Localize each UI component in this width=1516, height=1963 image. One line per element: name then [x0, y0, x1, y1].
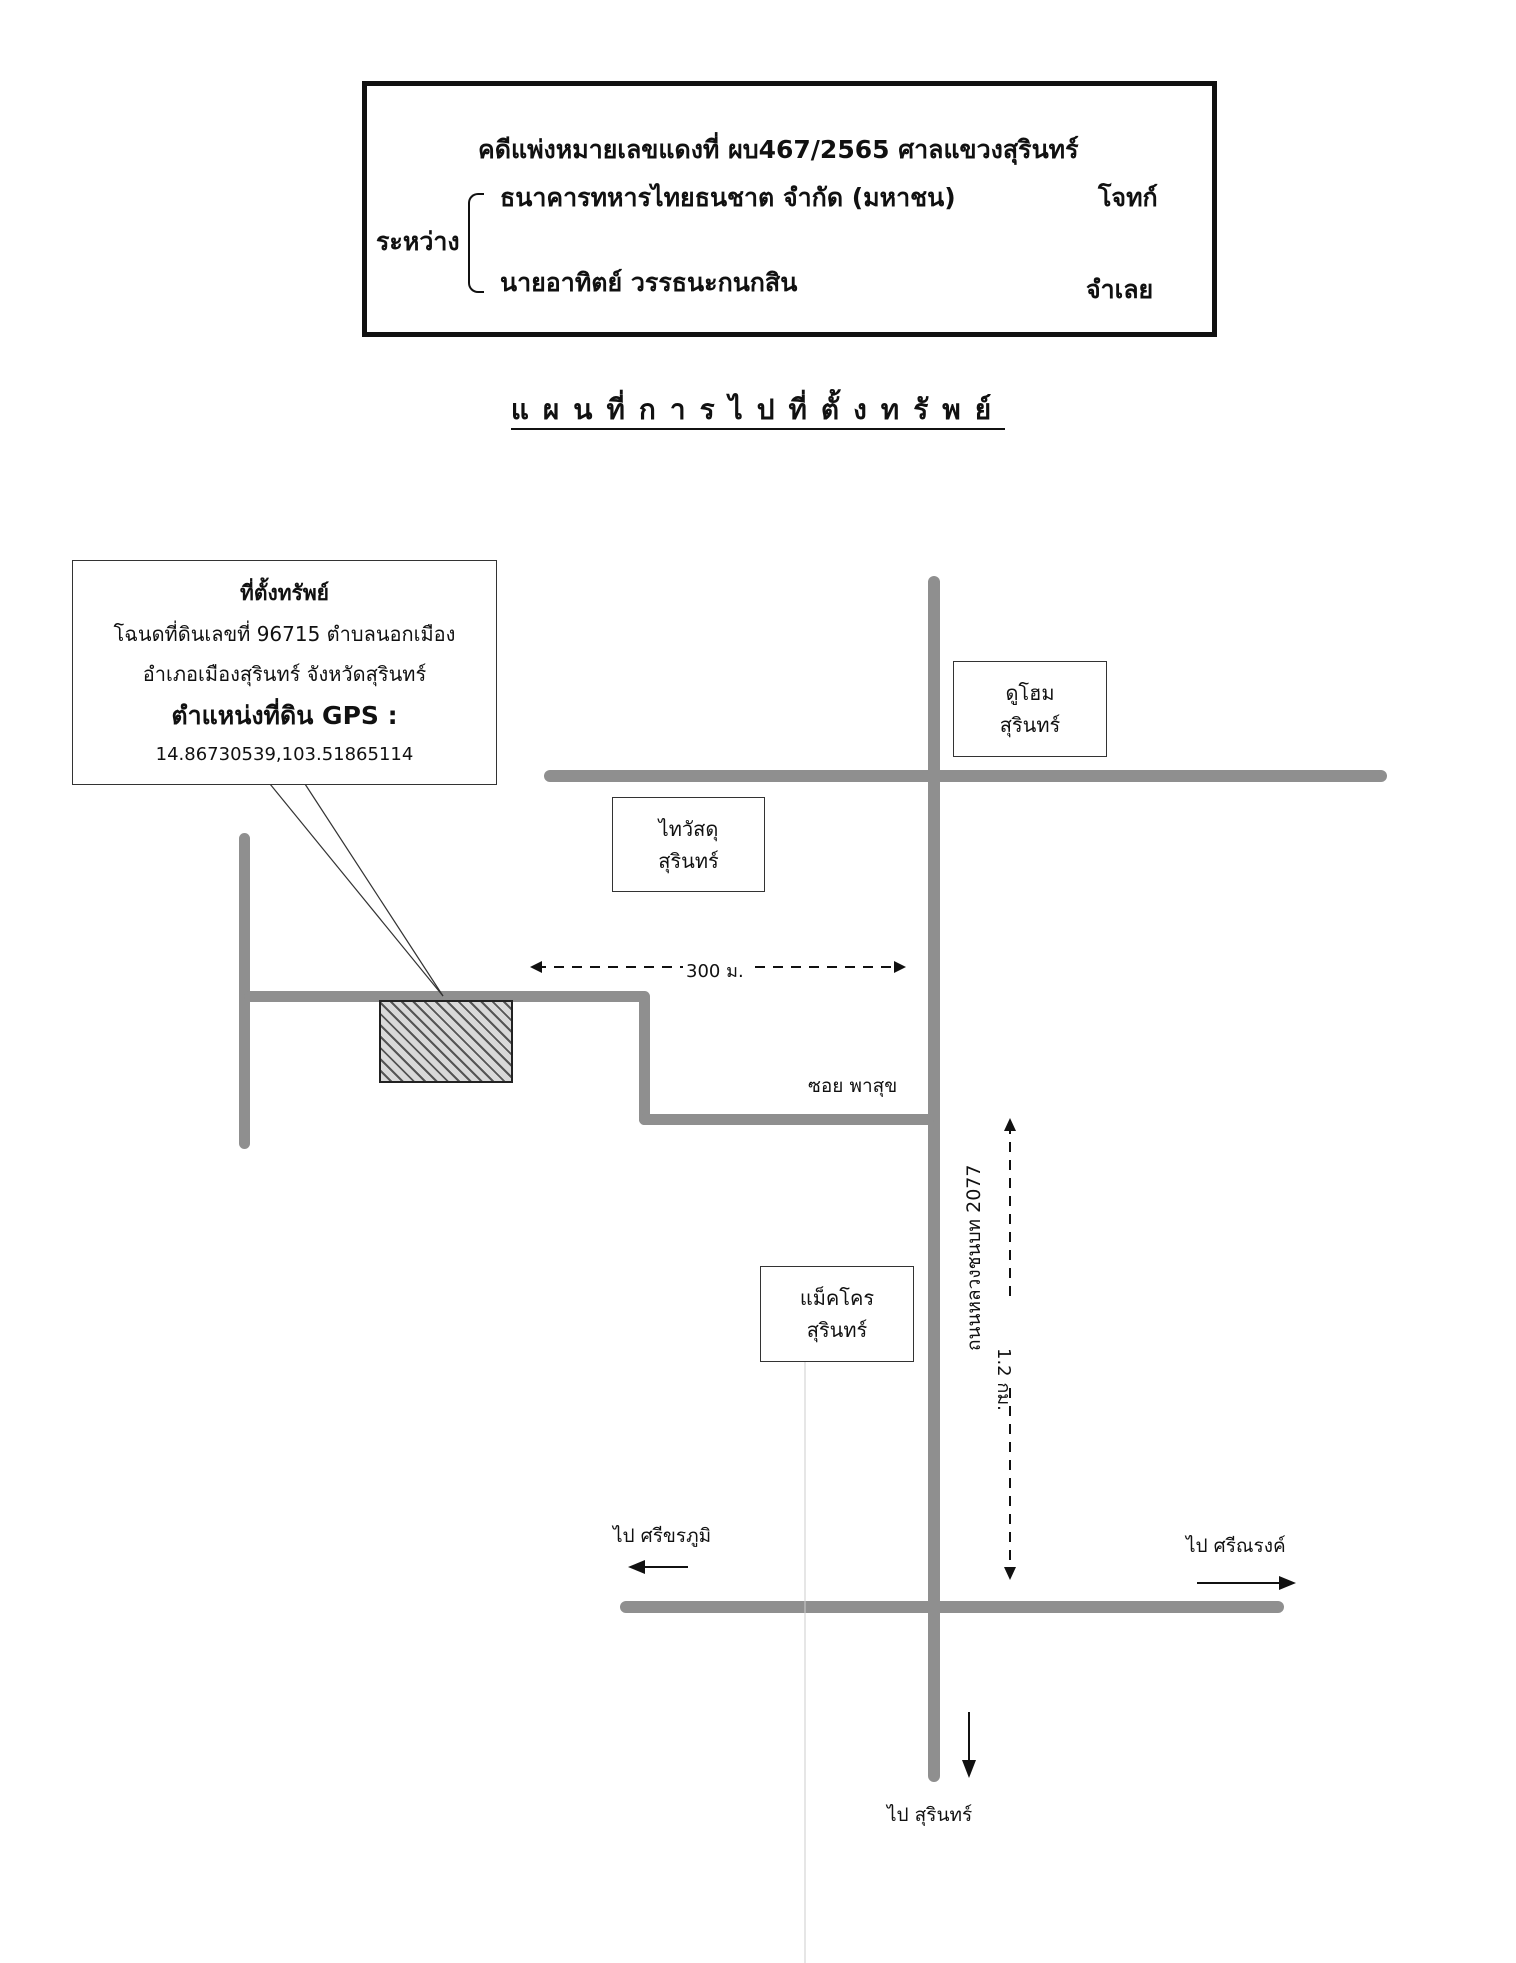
soi-pasuk-label: ซอย พาสุข	[808, 1075, 898, 1097]
main-road-label: ถนนหลวงชนบท 2077	[963, 1164, 985, 1351]
callout-pointer-right	[304, 783, 444, 997]
callout-gps-label: ตำแหน่งที่ดิน GPS :	[171, 701, 398, 730]
property-lane	[244, 991, 649, 1002]
defendant-name: นายอาทิตย์ วรรธนะกนกสิน	[500, 268, 798, 297]
landmark-dohome-city: สุรินทร์	[999, 713, 1061, 737]
landmark-thaiwatsadu-city: สุรินทร์	[658, 848, 719, 873]
upper-cross-road	[544, 770, 1387, 782]
callout-heading: ที่ตั้งทรัพย์	[239, 581, 329, 605]
callout-district-line: อำเภอเมืองสุรินทร์ จังหวัดสุรินทร์	[142, 662, 427, 686]
landmark-makro-name: แม็คโคร	[799, 1286, 875, 1310]
arrow-to-surin	[962, 1760, 976, 1778]
case-header-box	[362, 81, 1217, 337]
arrow-left-head	[530, 961, 542, 973]
landmark-makro-city: สุรินทร์	[806, 1318, 868, 1342]
lane-bend	[639, 991, 650, 1125]
defendant-role: จำเลย	[1086, 275, 1154, 304]
lower-cross-road	[620, 1601, 1284, 1613]
west-road	[239, 833, 250, 1149]
case-number-line: คดีแพ่งหมายเลขแดงที่ ผบ467/2565 ศาลแขวงส…	[478, 135, 1079, 164]
callout-pointer-left	[269, 783, 444, 997]
to-sikhoraphum-label: ไป ศรีขรภูมิ	[613, 1525, 712, 1547]
main-road-vertical	[928, 576, 940, 1782]
landmark-thaiwatsadu-name: ไทวัสดุ	[658, 816, 719, 841]
property-callout: ที่ตั้งทรัพย์ โฉนดที่ดินเลขที่ 96715 ตำบ…	[72, 560, 497, 785]
brace	[468, 193, 484, 293]
map-title: แผนที่การไปที่ตั้งทรัพย์	[0, 388, 1516, 432]
distance-1200-label: 1.2 กม.	[993, 1348, 1014, 1411]
landmark-thaiwatsadu: ไทวัสดุ สุรินทร์	[612, 797, 765, 892]
landmark-dohome: ดูโฮม สุรินทร์	[953, 661, 1107, 757]
arrow-to-sikhoraphum	[628, 1560, 645, 1574]
arrow-down-head	[1004, 1567, 1016, 1580]
arrow-to-sinarong	[1279, 1576, 1296, 1590]
landmark-makro: แม็คโคร สุรินทร์	[760, 1266, 914, 1362]
landmark-dohome-name: ดูโฮม	[1005, 681, 1055, 705]
distance-300-label: 300 ม.	[686, 961, 744, 982]
property-parcel	[379, 1000, 513, 1083]
to-sinarong-label: ไป ศรีณรงค์	[1186, 1535, 1286, 1557]
plaintiff-role: โจทก์	[1098, 183, 1158, 212]
plaintiff-name: ธนาคารทหารไทยธนชาต จำกัด (มหาชน)	[500, 183, 956, 212]
to-surin-label: ไป สุรินทร์	[887, 1804, 973, 1826]
arrow-right-head	[894, 961, 906, 973]
between-label: ระหว่าง	[376, 227, 460, 256]
callout-deed-line: โฉนดที่ดินเลขที่ 96715 ตำบลนอกเมือง	[113, 622, 456, 646]
soi-pasuk-road	[639, 1114, 934, 1125]
arrow-up-head	[1004, 1118, 1016, 1131]
callout-gps-value: 14.86730539,103.51865114	[155, 744, 414, 765]
